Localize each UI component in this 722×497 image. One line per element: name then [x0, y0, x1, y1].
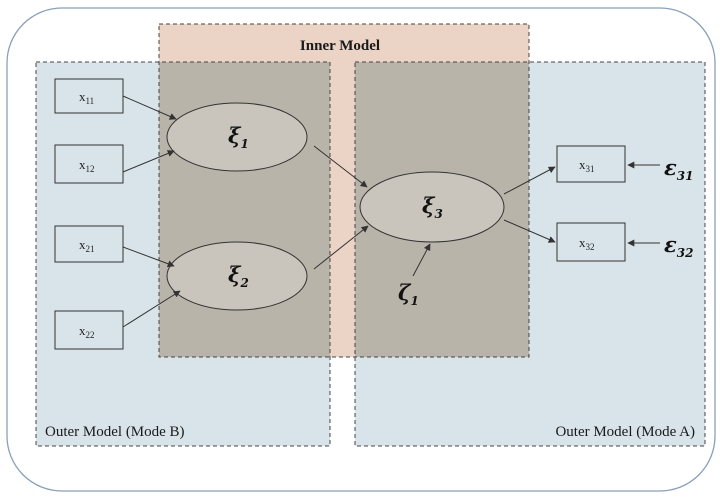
svg-text:ξ2: ξ2: [228, 262, 249, 290]
error-arrows: [627, 161, 660, 247]
structural-arrows: [313, 145, 431, 277]
svg-text:x32: x32: [579, 235, 595, 252]
error-epsilon32: ε32: [664, 232, 693, 260]
svg-text:x11: x11: [79, 89, 94, 106]
measurement-arrows-left: [122, 95, 181, 328]
svg-text:ξ3: ξ3: [422, 193, 443, 221]
latent-xi1: ξ1: [166, 102, 308, 172]
error-epsilon31: ε31: [664, 155, 693, 183]
outer-model-mode-b-label: Outer Model (Mode B): [45, 424, 185, 440]
indicator-x12: x12: [54, 144, 124, 184]
measurement-arrows-right: [503, 166, 556, 243]
svg-text:x21: x21: [79, 237, 95, 254]
indicator-x11: x11: [54, 78, 124, 114]
svg-text:ξ1: ξ1: [228, 123, 249, 151]
svg-text:x22: x22: [79, 323, 95, 340]
indicator-x21: x21: [54, 225, 124, 263]
svg-text:x12: x12: [79, 157, 95, 174]
indicator-x22: x22: [54, 310, 124, 350]
latent-xi3: ξ3: [359, 171, 505, 243]
disturbance-zeta1: ζ1: [398, 280, 419, 308]
outer-model-mode-a-label: Outer Model (Mode A): [555, 424, 695, 440]
inner-model-label: Inner Model: [300, 38, 380, 54]
indicator-x31: x31: [556, 145, 626, 183]
latent-xi2: ξ2: [166, 241, 308, 311]
indicator-x32: x32: [556, 222, 626, 262]
svg-text:x31: x31: [579, 157, 595, 174]
